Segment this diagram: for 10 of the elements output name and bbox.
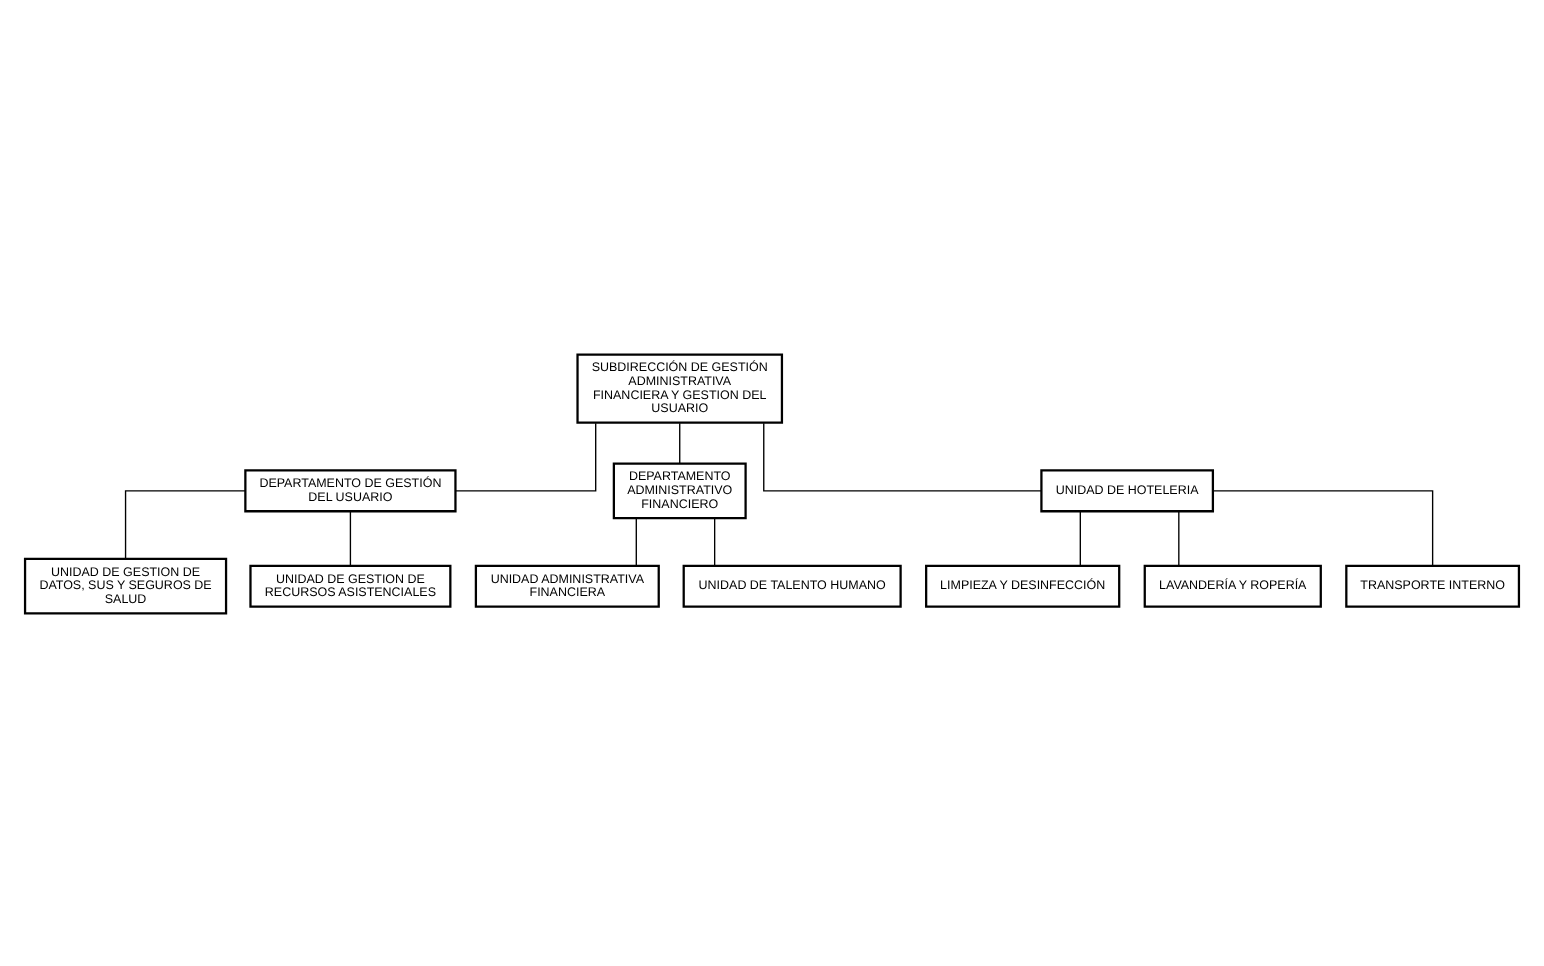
connector [635,516,637,566]
connector [349,509,352,566]
connector [1212,489,1434,566]
connector [1178,509,1180,566]
connector [454,421,597,491]
connector [713,516,716,566]
connector [679,421,681,464]
connector [1079,509,1081,566]
connector [763,421,1042,491]
connector [124,489,246,559]
